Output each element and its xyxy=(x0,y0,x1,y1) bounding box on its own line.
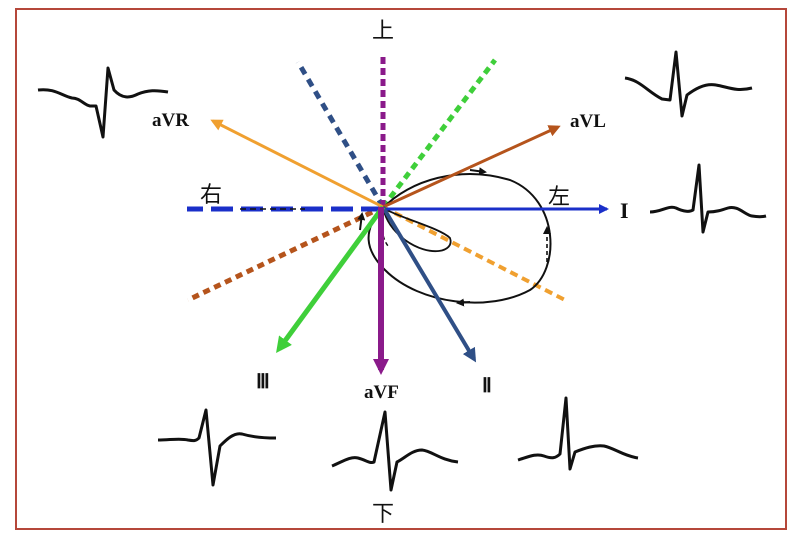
label-down: 下 xyxy=(372,502,394,527)
label-avl: aVL xyxy=(570,111,606,132)
lead-avr-negative-line xyxy=(382,205,566,302)
ecg-waveform-lead-i xyxy=(649,163,767,234)
label-avf: aVF xyxy=(364,382,399,403)
ecg-waveform-lead-iii xyxy=(157,408,277,487)
inner-loop xyxy=(381,206,452,253)
label-right-side: 右 xyxy=(200,183,222,208)
label-lead-i: I xyxy=(620,198,629,223)
label-lead-ii: Ⅱ xyxy=(482,375,492,397)
lead-iii-negative-line xyxy=(381,58,497,209)
lead-avl-negative-line xyxy=(186,204,385,303)
ecg-waveform-avf xyxy=(331,410,459,492)
loop-direction-arrow-inner xyxy=(357,212,366,231)
loop-direction-arrow-bottom xyxy=(456,298,471,307)
label-left-side: 左 xyxy=(548,185,570,210)
label-avr: aVR xyxy=(152,110,189,131)
ecg-waveform-avr xyxy=(37,66,169,139)
lead-avl-axis xyxy=(382,125,561,209)
lead-iii-axis xyxy=(276,205,386,354)
ecg-waveform-lead-ii xyxy=(517,396,639,471)
label-lead-iii: Ⅲ xyxy=(256,371,270,393)
ecg-waveform-avl xyxy=(624,50,753,118)
lead-avr-axis xyxy=(210,119,384,209)
lead-ii-axis xyxy=(381,205,477,363)
loop-direction-arrow-top xyxy=(469,167,487,176)
label-up: 上 xyxy=(372,19,394,44)
lead-ii-negative-line xyxy=(295,60,386,209)
